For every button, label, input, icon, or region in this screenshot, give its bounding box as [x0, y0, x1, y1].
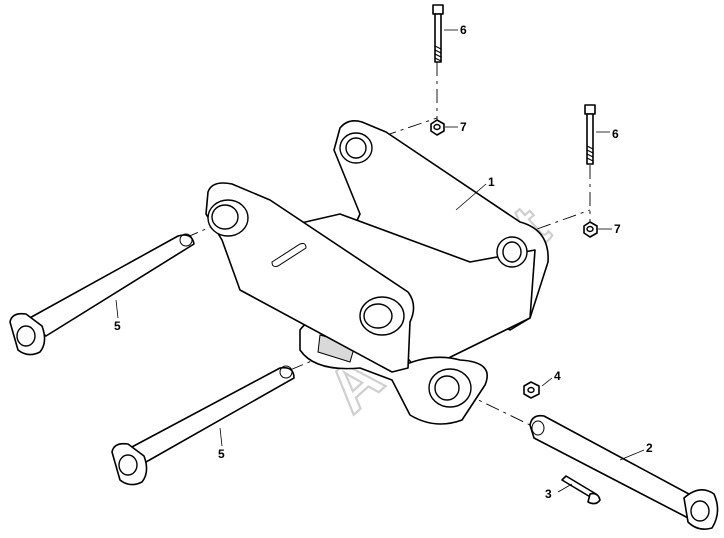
callout-4-nut: 4 — [554, 369, 561, 383]
bolt-left — [432, 4, 444, 63]
callout-5-lower: 5 — [218, 447, 225, 461]
callout-7-right: 7 — [614, 222, 621, 236]
nut-right — [583, 221, 598, 238]
callout-2-pin: 2 — [646, 441, 653, 455]
callout-labels: 6 7 6 7 1 4 2 3 5 5 — [114, 23, 653, 501]
pin-right — [529, 414, 719, 530]
callout-7-left: 7 — [460, 120, 467, 134]
bracket-assembly — [205, 120, 549, 425]
callout-6-right: 6 — [612, 127, 619, 141]
cotter-pin — [561, 475, 601, 505]
leader-lines — [115, 29, 645, 493]
pin-left-lower — [111, 365, 295, 486]
nut-left — [430, 119, 445, 136]
callout-1-bracket: 1 — [488, 175, 495, 189]
callout-5-upper: 5 — [114, 319, 121, 333]
nut-small — [523, 381, 540, 399]
bolt-right — [584, 104, 596, 165]
callout-3-cotter: 3 — [545, 487, 552, 501]
pin-left-upper — [9, 233, 195, 356]
callout-6-left: 6 — [460, 23, 467, 37]
